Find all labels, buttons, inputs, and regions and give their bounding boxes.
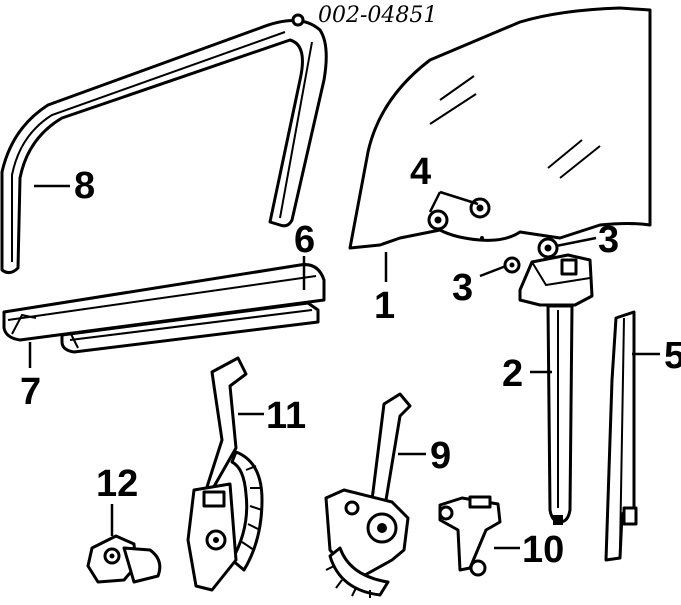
callout-10: 10 [522, 529, 564, 571]
part-11-window-regulator [186, 356, 264, 592]
callout-1: 1 [374, 285, 395, 327]
callout-6: 6 [294, 219, 315, 261]
callout-labels: 8 6 7 1 4 3 3 2 5 11 9 10 12 [20, 151, 681, 571]
reference-number: 002-04851 [318, 3, 437, 28]
part-12-regulator-motor [86, 534, 162, 584]
part-8-frame-weatherstrip [0, 13, 328, 275]
callout-5: 5 [664, 335, 681, 377]
part-1-door-glass [348, 6, 652, 250]
callout-11: 11 [266, 395, 306, 437]
callout-9: 9 [430, 435, 451, 477]
callout-3-upper: 3 [598, 219, 619, 261]
part-6-7-belt-weatherstrips [2, 263, 326, 354]
part-10-regulator-drive [438, 495, 502, 577]
callout-3-lower: 3 [452, 267, 473, 309]
callout-8: 8 [74, 165, 95, 207]
callout-4: 4 [410, 151, 431, 193]
callout-7: 7 [20, 371, 41, 413]
callout-2: 2 [502, 353, 523, 395]
part-9-window-regulator [324, 392, 412, 598]
part-5-run-channel [604, 310, 638, 562]
callout-leader-lines [28, 184, 660, 550]
part-2-lift-channel [518, 253, 594, 525]
callout-12: 12 [96, 463, 138, 505]
